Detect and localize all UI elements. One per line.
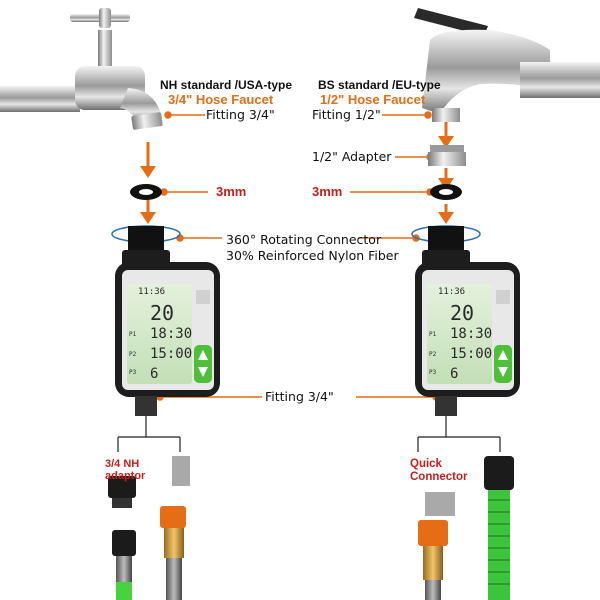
- left-fitting-label: Fitting 3/4": [206, 107, 275, 122]
- left-nh-adaptor: [108, 476, 136, 600]
- rotating-connector-label: 360° Rotating Connector: [226, 232, 382, 247]
- right-fitting-label: Fitting 1/2": [312, 107, 381, 122]
- left-lcd-clock1: 18:30: [150, 326, 192, 342]
- nylon-fiber-label: 30% Reinforced Nylon Fiber: [226, 248, 399, 263]
- right-timer: [411, 225, 520, 416]
- right-quick-connector: [418, 492, 455, 600]
- left-lcd-time: 11:36: [138, 287, 165, 297]
- left-lcd-p3: P3: [129, 369, 137, 376]
- right-washer-label: 3mm: [312, 184, 343, 199]
- right-green-hose: [484, 456, 514, 600]
- right-lcd-time: 11:36: [438, 287, 465, 297]
- right-lcd-p2: P2: [429, 351, 437, 358]
- quick-connector-label: Quick Connector: [410, 458, 468, 483]
- right-lcd-duration: 20: [450, 301, 474, 325]
- left-washer-label: 3mm: [216, 184, 247, 199]
- fitting-bottom-label: Fitting 3/4": [265, 389, 334, 404]
- left-timer: [111, 225, 220, 416]
- left-hose-connector: [160, 456, 190, 600]
- left-lcd-duration: 20: [150, 301, 174, 325]
- right-lcd-clock2: 15:00: [450, 346, 492, 362]
- nh-adaptor-label: 3/4 NH adaptor: [105, 458, 146, 482]
- left-faucet: [0, 8, 163, 130]
- left-faucet-label: 3/4" Hose Faucet: [168, 92, 274, 107]
- right-lcd-p1: P1: [429, 331, 437, 338]
- left-lcd-p1: P1: [129, 331, 137, 338]
- left-lcd-p2: P2: [129, 351, 137, 358]
- flow-arrows: [140, 122, 454, 224]
- right-faucet-label: 1/2" Hose Faucet: [320, 92, 426, 107]
- right-lcd-clock1: 18:30: [450, 326, 492, 342]
- right-standard-label: BS standard /EU-type: [318, 78, 441, 92]
- right-faucet: [414, 8, 600, 122]
- right-adapter-label: 1/2" Adapter: [312, 149, 392, 164]
- left-standard-label: NH standard /USA-type: [160, 78, 293, 92]
- right-lcd-p3: P3: [429, 369, 437, 376]
- branch-lines: [117, 416, 501, 452]
- half-inch-adapter: [428, 145, 466, 166]
- left-lcd-num: 6: [150, 366, 158, 382]
- leader-lines: [156, 111, 440, 401]
- left-lcd-clock2: 15:00: [150, 346, 192, 362]
- right-lcd-num: 6: [450, 366, 458, 382]
